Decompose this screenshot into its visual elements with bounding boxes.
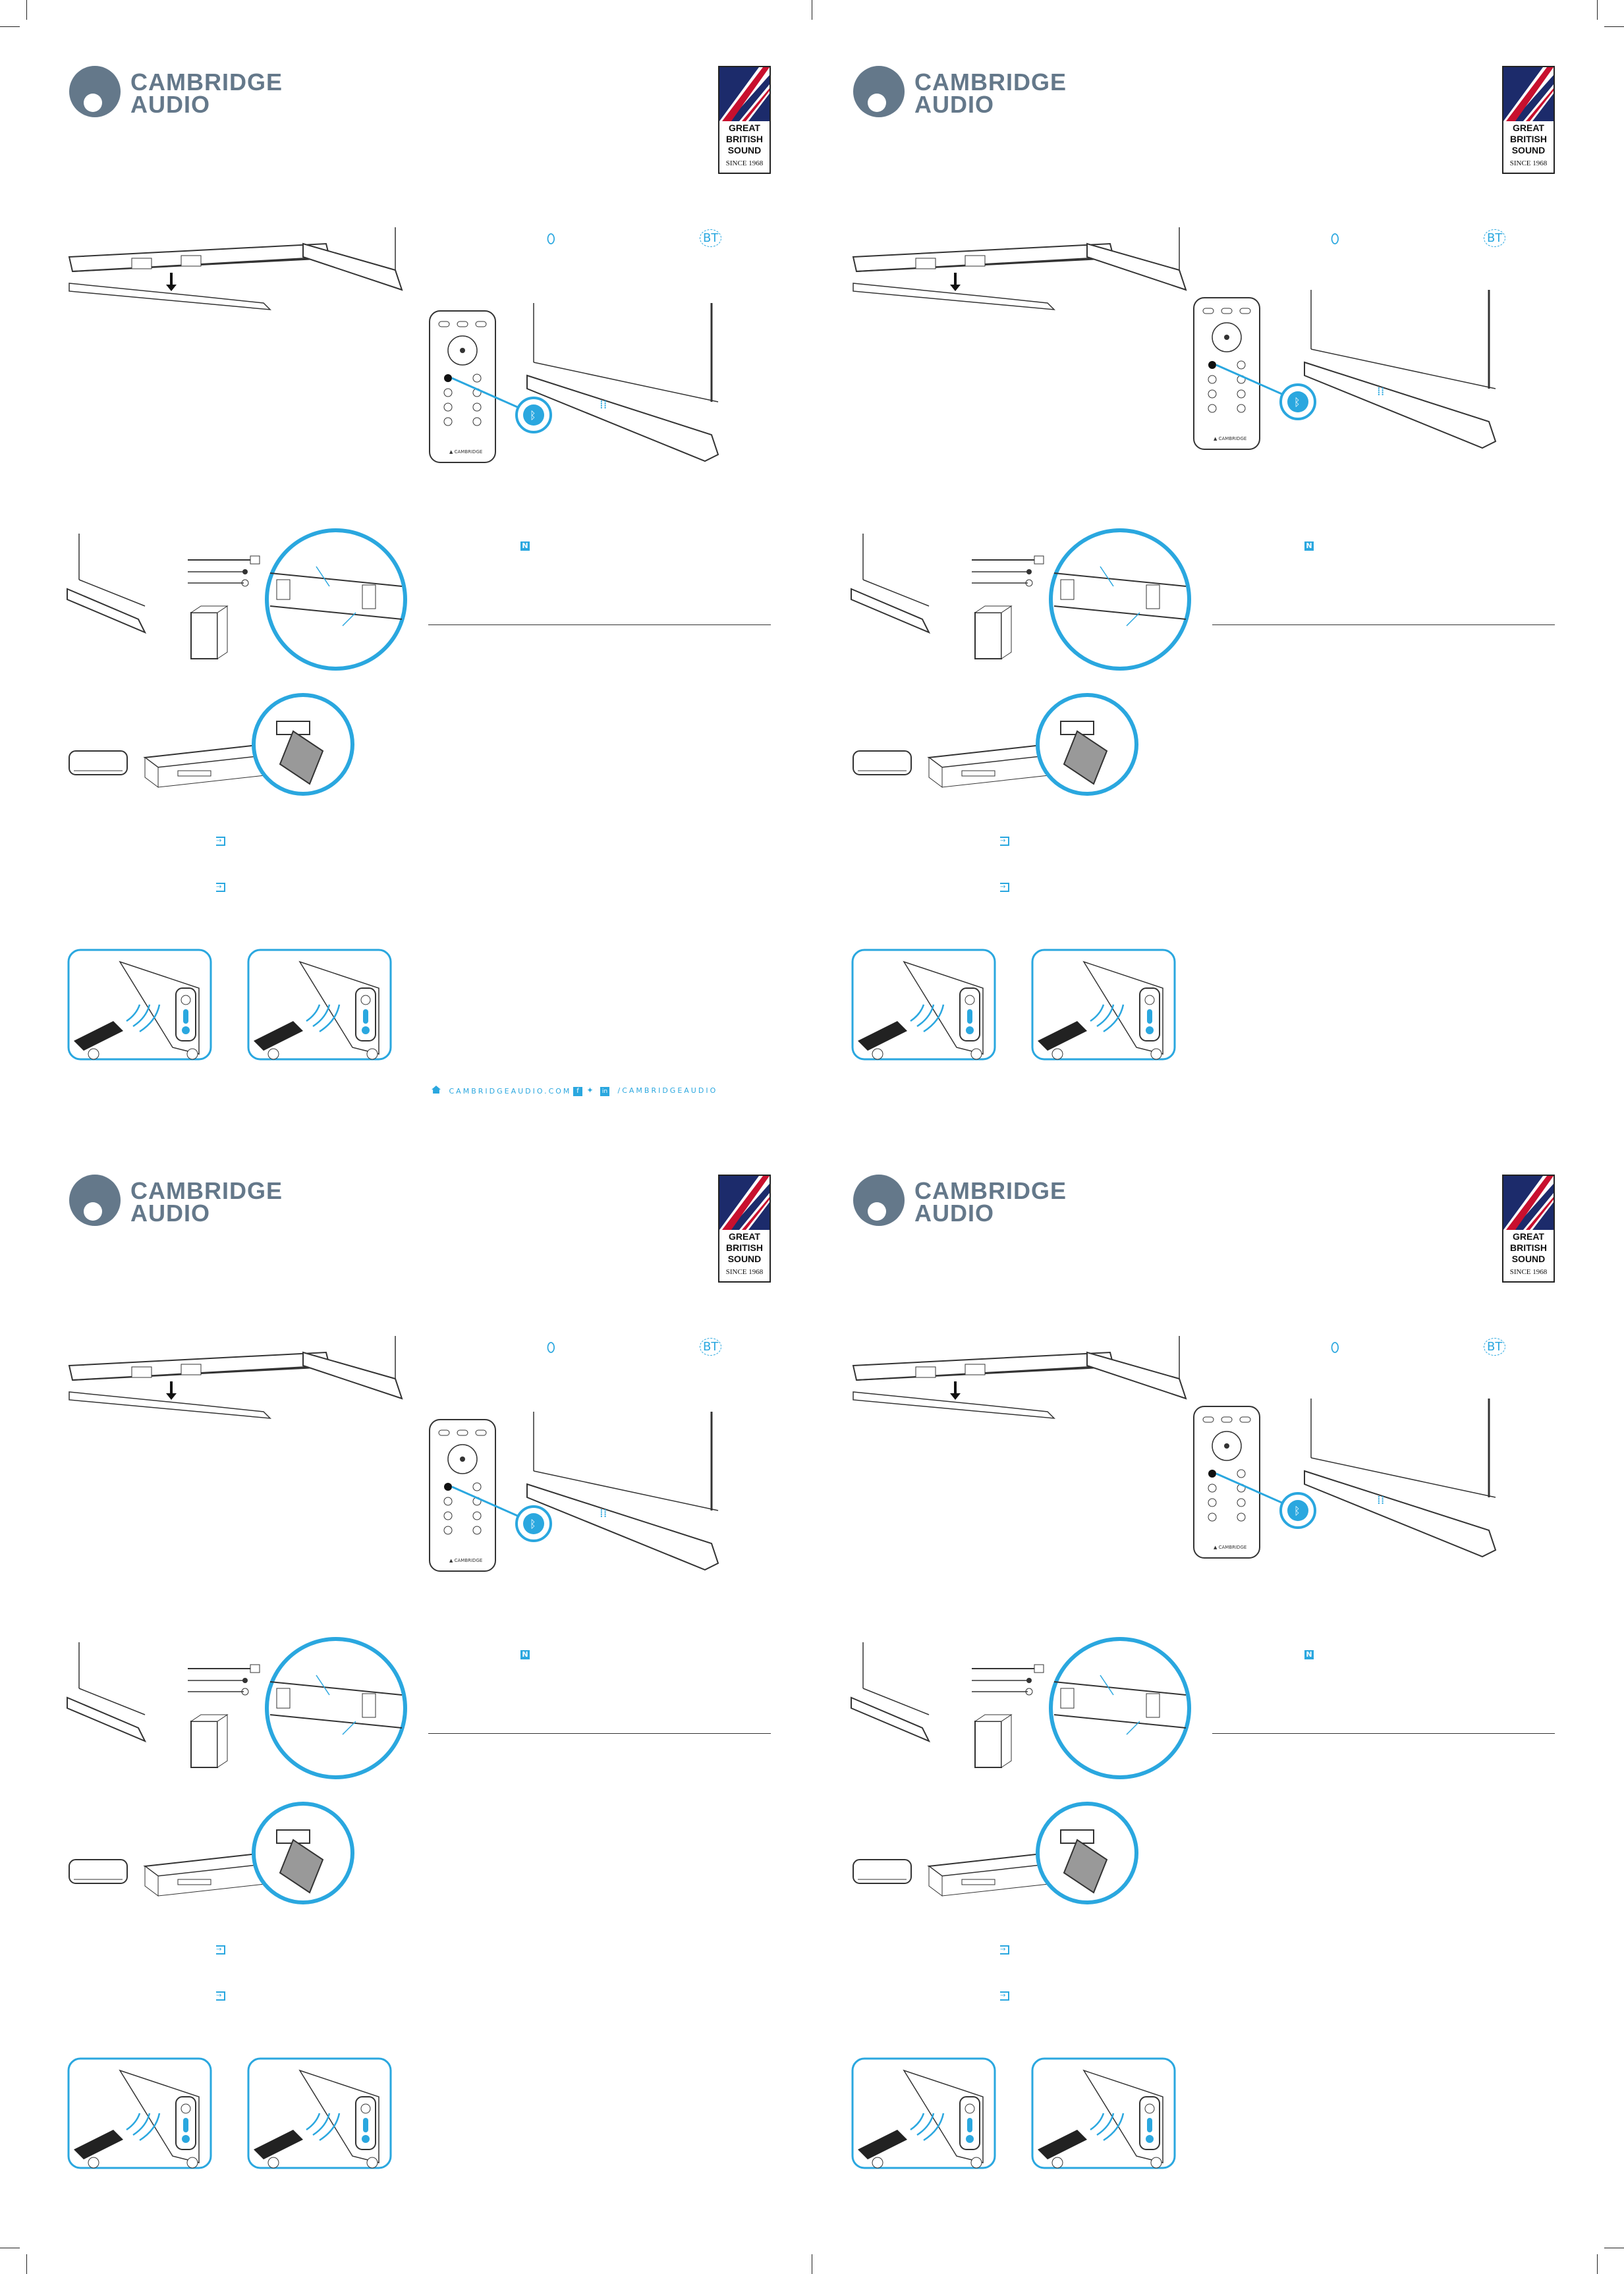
input-icon: → (216, 837, 225, 846)
crop-mark (26, 2254, 27, 2274)
crop-mark (26, 0, 27, 20)
bluetooth-icon: ⬯ (547, 1339, 555, 1355)
crop-mark (1597, 0, 1598, 20)
svg-text:▲ CAMBRIDGE: ▲ CAMBRIDGE (1214, 436, 1246, 441)
bluetooth-icon: ᛒ (530, 409, 536, 422)
bt-display-icon: BT (1484, 229, 1506, 247)
nfc-icon: N (520, 541, 530, 551)
nfc-icon: N (1304, 1650, 1314, 1659)
bluetooth-icon: ᛒ (1294, 1505, 1301, 1517)
nfc-icon: N (520, 1650, 530, 1659)
svg-text:⁞⁞: ⁞⁞ (1377, 1493, 1384, 1507)
remote-pairing-panel-1 (67, 2057, 212, 2169)
remote-pairing-panel-2 (1031, 2057, 1176, 2169)
tv-soundbar-illustration: ⁞⁞ (1304, 290, 1497, 449)
svg-text:⁞⁞: ⁞⁞ (600, 398, 607, 412)
remote-control-illustration: ᛒ ▲ CAMBRIDGE (1193, 297, 1316, 450)
soundbar-bracket-illustration (852, 227, 1187, 310)
bluetooth-icon: ᛒ (1294, 396, 1301, 408)
remote-control-illustration: ᛒ ▲ CAMBRIDGE (1193, 1406, 1316, 1559)
tv-soundbar-illustration: ⁞⁞ (1304, 1399, 1497, 1558)
input-icon: → (1000, 883, 1009, 892)
remote-pairing-panel-1 (67, 949, 212, 1061)
linkedin-icon[interactable]: in (600, 1087, 609, 1096)
crop-mark (1597, 2254, 1598, 2274)
input-icon: → (1000, 837, 1009, 846)
bt-display-icon: BT (700, 1338, 722, 1356)
logo-mark (69, 66, 121, 117)
soundbar-bracket-illustration (68, 1336, 403, 1419)
input-icon: → (216, 883, 225, 892)
section-divider (1212, 624, 1555, 625)
remote-pairing-panel-1 (851, 2057, 996, 2169)
crop-mark (0, 26, 20, 27)
section-divider (1212, 1733, 1555, 1734)
bluetooth-icon: ᛒ (530, 1518, 536, 1530)
section-divider (428, 624, 771, 625)
svg-text:⁞⁞: ⁞⁞ (1377, 385, 1384, 399)
footer-website[interactable]: CAMBRIDGEAUDIO.COM (432, 1086, 571, 1095)
input-icon: → (1000, 1991, 1009, 2001)
facebook-icon[interactable]: f (573, 1087, 582, 1096)
remote-control-illustration: ᛒ ▲ CAMBRIDGE (429, 310, 552, 463)
hdmi-devices-illustration (69, 1802, 354, 1904)
remote-pairing-panel-2 (247, 2057, 392, 2169)
nfc-icon: N (1304, 541, 1314, 551)
connections-illustration (851, 528, 1191, 671)
connections-illustration (67, 1637, 407, 1779)
remote-pairing-panel-2 (247, 949, 392, 1061)
bluetooth-icon: ⬯ (1331, 1339, 1339, 1355)
logo-mark (69, 1175, 121, 1226)
tv-soundbar-illustration: ⁞⁞ (526, 1412, 719, 1571)
svg-text:▲ CAMBRIDGE: ▲ CAMBRIDGE (449, 1558, 482, 1563)
logo-mark (853, 1175, 905, 1226)
soundbar-bracket-illustration (68, 227, 403, 310)
bluetooth-icon: ⬯ (547, 231, 555, 246)
remote-pairing-panel-1 (851, 949, 996, 1061)
svg-text:▲ CAMBRIDGE: ▲ CAMBRIDGE (1214, 1545, 1246, 1550)
input-icon: → (216, 1991, 225, 2001)
bt-display-icon: BT (700, 229, 722, 247)
connections-illustration (67, 528, 407, 671)
remote-control-illustration: ᛒ ▲ CAMBRIDGE (429, 1419, 552, 1572)
connections-illustration (851, 1637, 1191, 1779)
input-icon: → (1000, 1945, 1009, 1955)
soundbar-bracket-illustration (852, 1336, 1187, 1419)
bluetooth-icon: ⬯ (1331, 231, 1339, 246)
tv-soundbar-illustration: ⁞⁞ (526, 303, 719, 462)
bt-display-icon: BT (1484, 1338, 1506, 1356)
crop-mark (1604, 26, 1624, 27)
hdmi-devices-illustration (853, 693, 1138, 796)
remote-pairing-panel-2 (1031, 949, 1176, 1061)
input-icon: → (216, 1945, 225, 1955)
svg-text:⁞⁞: ⁞⁞ (600, 1507, 607, 1520)
twitter-icon[interactable]: ✦ (586, 1086, 594, 1095)
hdmi-devices-illustration (853, 1802, 1138, 1904)
hdmi-devices-illustration (69, 693, 354, 796)
svg-text:▲ CAMBRIDGE: ▲ CAMBRIDGE (449, 449, 482, 455)
footer-social[interactable]: f ✦ in /CAMBRIDGEAUDIO (573, 1086, 717, 1096)
section-divider (428, 1733, 771, 1734)
house-icon (432, 1086, 441, 1094)
logo-mark (853, 66, 905, 117)
